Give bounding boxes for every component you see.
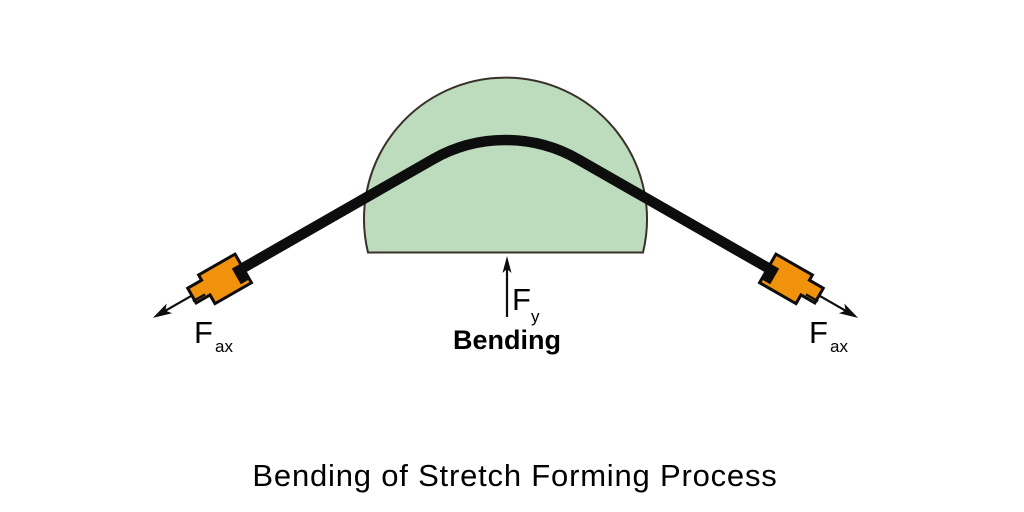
fy-arrowhead-icon xyxy=(502,256,512,273)
fax-right-label-symbol: F xyxy=(809,315,828,350)
fax-right-label-subscript: ax xyxy=(830,337,848,356)
fy-label-subscript: y xyxy=(531,307,540,326)
sheet-metal xyxy=(240,134,771,273)
figure-caption: Bending of Stretch Forming Process xyxy=(252,458,777,493)
fy-label-symbol: F xyxy=(512,282,531,317)
fax-left-label-subscript: ax xyxy=(215,337,233,356)
form-die-shape xyxy=(363,76,648,254)
fax-left-label-symbol: F xyxy=(194,315,213,350)
bending-label: Bending xyxy=(453,325,561,355)
